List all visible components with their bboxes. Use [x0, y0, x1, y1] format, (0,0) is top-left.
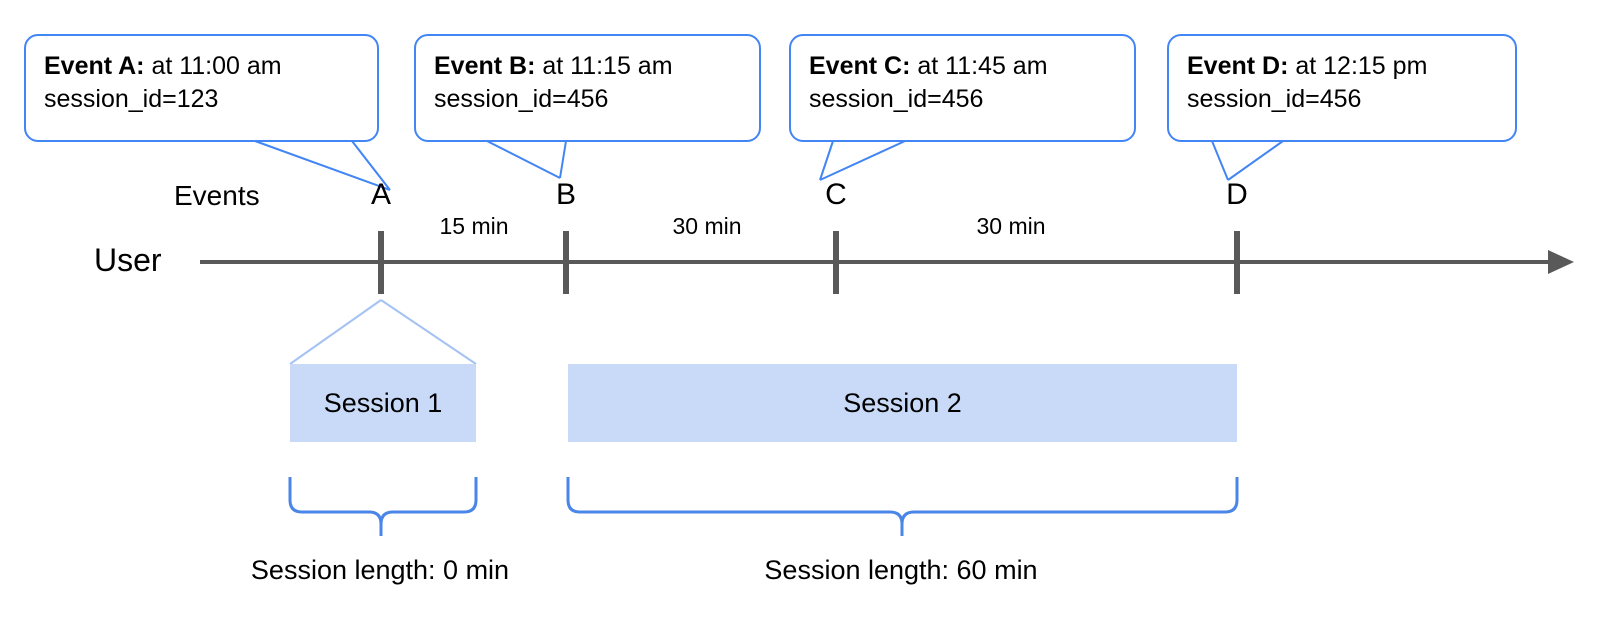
gap-label-a-b: 15 min: [439, 213, 509, 239]
callout-event-b: Event B: at 11:15 am session_id=456: [414, 34, 761, 142]
event-label-a: A: [370, 178, 392, 211]
callout-d-label: Event D:: [1187, 52, 1289, 80]
callout-b-session: session_id=456: [434, 84, 609, 113]
callout-event-a: Event A: at 11:00 am session_id=123: [24, 34, 379, 142]
gap-label-c-d: 30 min: [976, 213, 1046, 239]
callout-b-leader-icon: [486, 140, 567, 179]
callout-a-value: at 11:00 am: [151, 52, 282, 80]
callout-event-c: Event C: at 11:45 am session_id=456: [789, 34, 1136, 142]
session1-brace-icon: [288, 477, 478, 536]
callout-a-session: session_id=123: [44, 84, 219, 113]
callout-a-leader-icon: [254, 140, 391, 191]
event-label-d: D: [1226, 178, 1248, 211]
callout-c-leader-icon: [819, 140, 906, 181]
session-2-length-label: Session length: 60 min: [764, 555, 1038, 585]
callout-c-session: session_id=456: [809, 84, 984, 113]
callout-d-leader-icon: [1211, 140, 1284, 181]
callout-d-session: session_id=456: [1187, 84, 1362, 113]
callout-a-label: Event A:: [44, 52, 145, 80]
session1-funnel-icon: [289, 299, 477, 365]
session-bar-1-label: Session 1: [323, 387, 443, 418]
callout-event-d: Event D: at 12:15 pm session_id=456: [1167, 34, 1517, 142]
session-bar-2: Session 2: [568, 364, 1237, 442]
session2-brace-icon: [566, 477, 1239, 536]
session-bar-2-label: Session 2: [843, 387, 962, 418]
session-bar-1: Session 1: [290, 364, 476, 442]
events-row-label: Events: [174, 180, 260, 211]
user-row-label: User: [94, 242, 162, 278]
callout-b-label: Event B:: [434, 52, 536, 80]
callout-c-label: Event C:: [809, 52, 911, 80]
gap-label-b-c: 30 min: [672, 213, 742, 239]
callout-d-value: at 12:15 pm: [1295, 52, 1428, 80]
callout-b-value: at 11:15 am: [542, 52, 673, 80]
event-label-b: B: [555, 178, 577, 211]
event-label-c: C: [825, 178, 847, 211]
timeline-axis: [200, 250, 1574, 274]
session-1-length-label: Session length: 0 min: [250, 555, 510, 585]
callout-c-value: at 11:45 am: [917, 52, 1048, 80]
